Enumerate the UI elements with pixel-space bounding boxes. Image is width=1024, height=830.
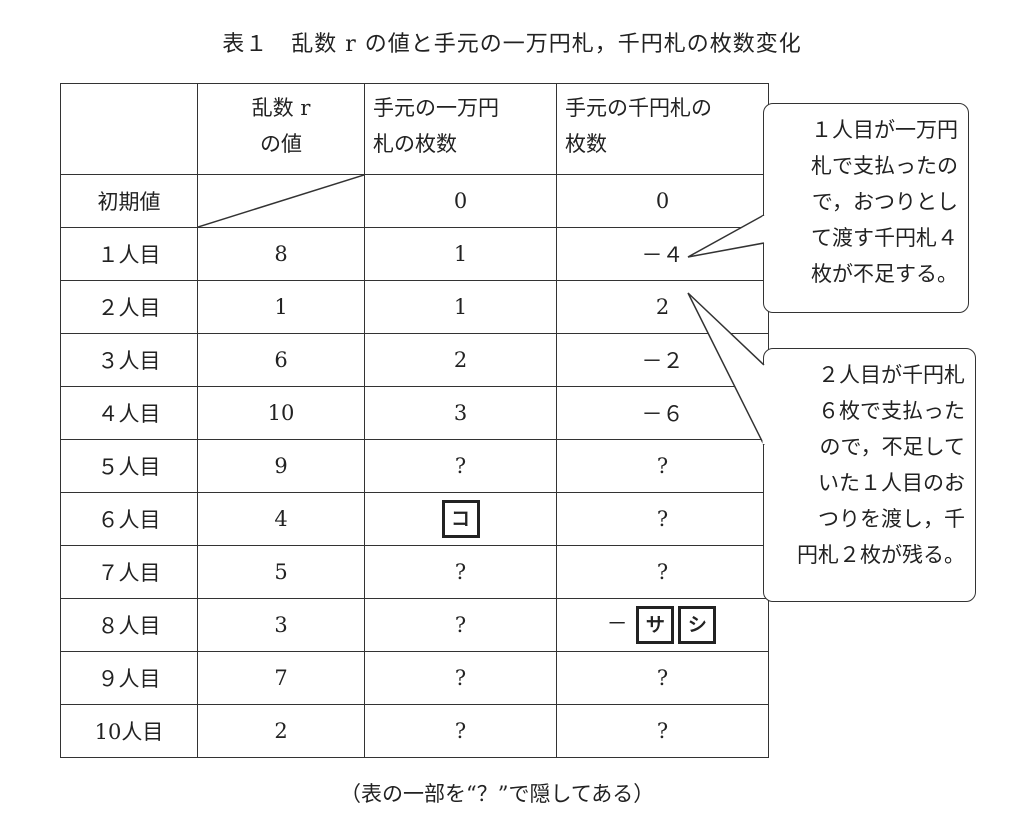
- header-r: 乱数 r の値: [197, 83, 365, 175]
- man-count: 3: [364, 386, 557, 440]
- callout-line: ６枚で支払った: [818, 399, 965, 423]
- callout-line: て渡す千円札４: [811, 226, 958, 250]
- sen-count: ?: [556, 439, 769, 493]
- r-value: 3: [197, 598, 365, 652]
- row-label: ７人目: [60, 545, 198, 599]
- callout-2: ２人目が千円札 ６枚で支払ったので，不足していた１人目のおつりを渡し，千円札２枚が…: [763, 348, 976, 602]
- callout-line: 円札２枚が残る。: [797, 543, 965, 567]
- r-value: [197, 174, 365, 228]
- header-man: 手元の一万円札の枚数: [364, 83, 557, 175]
- header-line: 手元の一万円: [373, 96, 499, 120]
- man-count: コ: [364, 492, 557, 546]
- callout-line: 枚が不足する。: [811, 262, 958, 286]
- answer-box: シ: [678, 606, 717, 644]
- man-count: ?: [364, 704, 557, 758]
- row-label: ２人目: [60, 280, 198, 334]
- caption: （表の一部を“？”で隠してある）: [340, 782, 655, 806]
- r-value: 2: [197, 704, 365, 758]
- callout-line: 札で支払ったの: [811, 154, 958, 178]
- callout-line: つりを渡し，千: [818, 507, 965, 531]
- row-label: 10人目: [60, 704, 198, 758]
- answer-box-ko: コ: [441, 500, 480, 538]
- sen-count: 0: [556, 174, 769, 228]
- man-count: ?: [364, 598, 557, 652]
- callout-1: １人目が一万円札で支払ったので，おつりとして渡す千円札４ 枚が不足する。: [763, 103, 969, 313]
- row-label: ９人目: [60, 651, 198, 705]
- header-line: 枚数: [565, 132, 607, 156]
- header-line: 手元の千円札の: [565, 96, 712, 120]
- table-title: 表１ 乱数 r の値と手元の一万円札，千円札の枚数変化: [222, 32, 802, 57]
- man-count: ?: [364, 545, 557, 599]
- diagonal-line: [198, 175, 364, 227]
- r-value: 7: [197, 651, 365, 705]
- header-empty: [60, 83, 198, 175]
- row-label: １人目: [60, 227, 198, 281]
- callout-line: ２人目が千円札: [818, 363, 965, 387]
- row-label: ６人目: [60, 492, 198, 546]
- minus-sign: －: [606, 611, 628, 636]
- man-count: ?: [364, 439, 557, 493]
- man-count: 1: [364, 227, 557, 281]
- sen-count: ?: [556, 704, 769, 758]
- row-label: ５人目: [60, 439, 198, 493]
- answer-box: サ: [636, 606, 675, 644]
- header-line: 乱数 r: [251, 96, 311, 120]
- man-count: 1: [364, 280, 557, 334]
- r-value: 4: [197, 492, 365, 546]
- sen-count: ?: [556, 651, 769, 705]
- man-count: ?: [364, 651, 557, 705]
- sen-count: － サシ: [556, 598, 769, 652]
- man-count: 0: [364, 174, 557, 228]
- callout-2-tail: [687, 292, 765, 446]
- header-line: 札の枚数: [373, 132, 457, 156]
- callout-1-tail: [687, 214, 765, 258]
- callout-line: ので，不足して: [819, 435, 965, 459]
- callout-line: いた１人目のお: [818, 471, 965, 495]
- callout-line: １人目が一万円: [811, 118, 958, 142]
- header-row: 乱数 r の値 手元の一万円札の枚数 手元の千円札の枚数: [60, 83, 769, 175]
- callout-line: で，おつりとし: [811, 190, 958, 214]
- header-line: の値: [260, 132, 302, 156]
- row-label: ８人目: [60, 598, 198, 652]
- r-value: 10: [197, 386, 365, 440]
- sen-count: ?: [556, 545, 769, 599]
